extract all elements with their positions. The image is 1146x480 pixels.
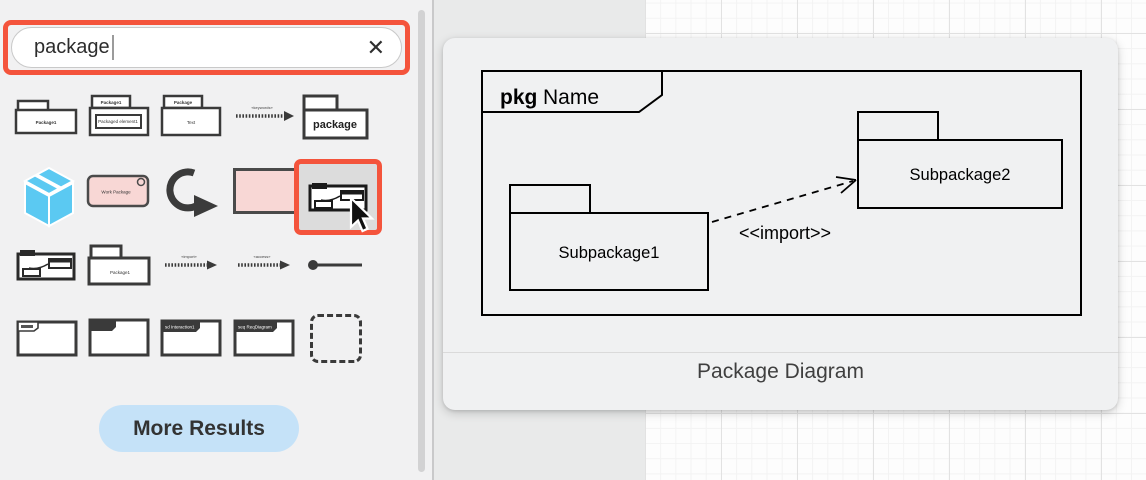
svg-text:Text: Text (187, 120, 196, 125)
search-highlight-box (3, 20, 410, 75)
preview-caption: Package Diagram (697, 360, 864, 383)
pkg-frame-tab (482, 70, 663, 113)
pkg-keyword-label: pkg (500, 86, 537, 109)
pkg-name-label: Name (543, 86, 599, 109)
svg-text:Package1: Package1 (101, 100, 122, 105)
subpackage1-label: Subpackage1 (559, 244, 660, 262)
svg-text:package: package (313, 119, 357, 131)
svg-text:«keywords»: «keywords» (251, 105, 273, 110)
panel-divider (432, 0, 434, 480)
shape-preview-card: pkg Name Subpackage2 Subpackage1 <<impor… (443, 38, 1118, 410)
shape-loop-arrow-icon[interactable] (160, 168, 222, 218)
package-diagram-preview: pkg Name Subpackage2 Subpackage1 <<impor… (481, 70, 1082, 316)
preview-card-divider (443, 352, 1118, 353)
search-input-value: package (34, 36, 110, 58)
subpackage2-label: Subpackage2 (910, 166, 1011, 184)
shape-package-two-level[interactable]: Package1 Packaged element1 (88, 94, 150, 138)
shape-import-arrow[interactable]: «import» (163, 250, 221, 274)
shape-package-with-text[interactable]: Package Text (160, 94, 222, 138)
shape-relation-arrow[interactable]: «keywords» (234, 100, 298, 128)
svg-text:seq ReqDiagram: seq ReqDiagram (238, 325, 272, 330)
shape-pink-rectangle[interactable] (233, 168, 297, 214)
subpackage1-body (509, 212, 709, 291)
text-caret (111, 35, 114, 60)
import-edge-label: <<import>> (739, 223, 831, 243)
svg-text:«import»: «import» (181, 254, 197, 259)
svg-text:Package1: Package1 (110, 270, 131, 275)
pkg-frame (481, 70, 1082, 316)
shape-search-panel: package ✕ Package1 Package1 Packaged ele… (0, 0, 432, 480)
shape-work-package[interactable]: Work Package (86, 174, 150, 208)
clear-search-icon[interactable]: ✕ (366, 34, 385, 60)
import-edge (711, 180, 854, 223)
more-results-button[interactable]: More Results (99, 405, 299, 452)
shape-frame-plain[interactable] (16, 320, 78, 357)
shape-frame-filled-tab[interactable] (88, 318, 150, 357)
svg-text:Packaged element1: Packaged element1 (98, 119, 138, 124)
shape-lollipop-line[interactable] (306, 256, 364, 274)
shape-frame-req-diagram[interactable]: seq ReqDiagram (233, 319, 295, 357)
subpackage2-tab (857, 111, 939, 141)
shape-package-diagram-small[interactable] (16, 246, 76, 282)
diagram-canvas[interactable]: pkg Name Subpackage2 Subpackage1 <<impor… (434, 0, 1146, 480)
shape-package-large[interactable]: package (302, 93, 370, 141)
subpackage2-body (857, 139, 1063, 209)
shape-dashed-boundary[interactable] (310, 314, 362, 363)
svg-text:Package1: Package1 (36, 120, 57, 125)
import-edge-arrowhead (835, 176, 857, 194)
shape-package-folder[interactable]: Package1 (87, 243, 151, 287)
shape-frame-sd-interaction[interactable]: sd Interaction1 (160, 319, 222, 357)
mouse-cursor-icon (349, 196, 375, 233)
svg-text:Package: Package (174, 100, 193, 105)
svg-text:Work Package: Work Package (101, 190, 131, 195)
svg-text:sd Interaction1: sd Interaction1 (165, 325, 195, 330)
svg-text:«access»: «access» (254, 254, 272, 259)
shape-package-simple[interactable]: Package1 (14, 97, 80, 137)
search-input[interactable]: package ✕ (11, 27, 402, 68)
shape-3d-cube-icon[interactable] (23, 166, 75, 230)
shape-access-arrow[interactable]: «access» (236, 250, 294, 274)
shape-package-diagram-selected[interactable] (294, 159, 382, 235)
panel-scrollbar[interactable] (418, 10, 425, 472)
subpackage1-tab (509, 184, 591, 214)
